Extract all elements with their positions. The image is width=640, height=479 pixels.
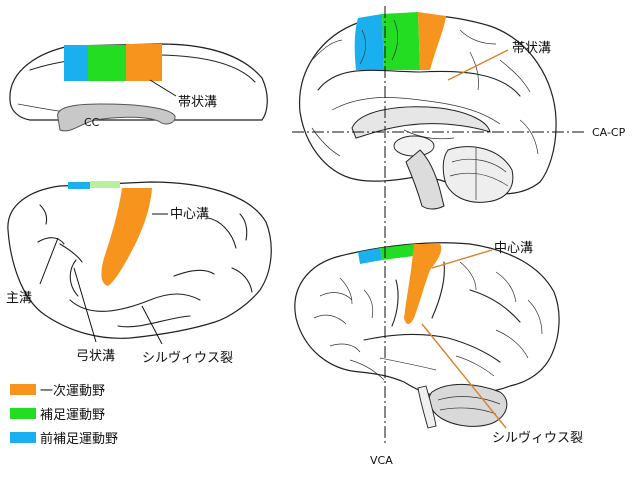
human-brainstem: [417, 385, 437, 429]
human-lateral-sma: [380, 244, 414, 260]
human-cerebellum: [428, 383, 508, 427]
legend-label-m1: 一次運動野: [40, 383, 105, 399]
monkey-lateral-sma: [90, 181, 120, 188]
human-sylvian-label: シルヴィウス裂: [492, 430, 583, 446]
human-corpus-callosum: [351, 106, 491, 139]
monkey-lateral-m1: [101, 188, 152, 286]
corpus-callosum: [57, 103, 176, 132]
human-medial-sma: [382, 12, 420, 70]
human-central-label: 中心溝: [494, 241, 533, 256]
legend-label-presma: 前補足運動野: [40, 431, 118, 447]
monkey-medial-presma: [64, 45, 88, 81]
human-medial-presma: [354, 14, 384, 70]
cerebellum: [442, 146, 514, 203]
vca-label: VCA: [370, 454, 393, 467]
monkey-sylvian-label: シルヴィウス裂: [142, 350, 233, 366]
monkey-medial-sma: [88, 45, 126, 81]
monkey-medial-cingulate-arrow: [149, 79, 177, 97]
human-medial-m1: [418, 12, 446, 70]
legend-swatch-m1: [10, 384, 36, 395]
monkey-medial-m1: [126, 44, 162, 81]
thalamus: [393, 135, 435, 157]
legend-swatch-sma: [10, 408, 36, 419]
legend-swatch-presma: [10, 432, 36, 443]
monkey-arcuate-label: 弓状溝: [76, 349, 115, 364]
human-lateral-presma: [358, 248, 382, 264]
legend: 一次運動野 補足運動野 前補足運動野: [10, 383, 118, 447]
monkey-lateral-brain: 中心溝 主溝 弓状溝 シルヴィウス裂: [6, 181, 272, 366]
legend-label-sma: 補足運動野: [40, 408, 105, 423]
monkey-cingulate-label: 帯状溝: [178, 95, 217, 110]
human-medial-brain: 帯状溝: [298, 12, 557, 210]
human-lateral-brain: 中心溝 シルヴィウス裂: [294, 241, 583, 446]
human-cingulate-label: 帯状溝: [512, 41, 551, 56]
brainstem: [405, 149, 445, 210]
monkey-principal-label: 主溝: [6, 291, 32, 306]
ca-cp-label: CA-CP: [592, 126, 626, 139]
human-lateral-m1: [404, 244, 442, 324]
monkey-medial-brain: CC 帯状溝: [9, 43, 268, 132]
monkey-central-label: 中心溝: [170, 207, 209, 222]
cc-label: CC: [84, 116, 100, 129]
monkey-lateral-presma: [68, 182, 90, 189]
